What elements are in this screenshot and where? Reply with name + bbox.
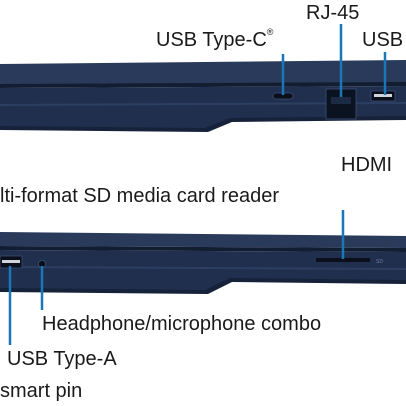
label-hdmi: HDMI	[341, 154, 393, 176]
label-smart-pin: smart pin	[0, 380, 83, 402]
laptop-side-view-right	[0, 60, 406, 132]
label-usb-type-c-text: USB Type-C	[156, 29, 267, 51]
sd-slot-mark: SD	[376, 259, 383, 265]
sd-card-slot	[316, 258, 370, 262]
label-sd-reader: lti-format SD media card reader	[0, 185, 279, 207]
label-usb-top-right: USB	[362, 29, 404, 51]
label-rj45: RJ-45	[306, 2, 360, 24]
registered-mark: ®	[266, 27, 274, 37]
leader-lines	[8, 24, 387, 345]
laptop-side-view-left: SD	[0, 232, 406, 294]
label-headphone-combo: Headphone/microphone combo	[42, 313, 322, 335]
label-usb-type-c: USB Type-C®	[156, 27, 274, 51]
label-usb-type-a: USB Type-A	[7, 348, 117, 370]
